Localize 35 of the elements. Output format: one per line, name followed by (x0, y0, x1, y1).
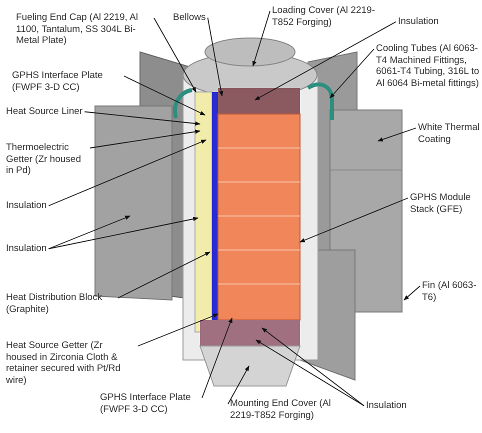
leader-line (330, 48, 374, 98)
callout-label: Bellows (173, 12, 206, 24)
callout-label: Loading Cover (Al 2219-T852 Forging) (272, 5, 376, 28)
callout-label: Heat Source Liner (6, 106, 83, 118)
leader-line (48, 140, 206, 206)
callout-label: GPHS Interface Plate (FWPF 3-D CC) (100, 392, 192, 415)
callout-label: Fin (Al 6063-T6) (422, 280, 478, 303)
leader-line (404, 286, 420, 300)
callout-label: Heat Source Getter (Zr housed in Zirconia Cloth & retainer secured with Pt/Rd wire) (6, 340, 122, 386)
callout-label: Heat Distribution Block (Graphite) (6, 292, 104, 315)
leader-line (256, 340, 364, 406)
callout-label: GPHS Interface Plate (FWPF 3-D CC) (12, 70, 104, 93)
callout-label: Thermoelectric Getter (Zr housed in Pd) (6, 142, 82, 176)
callout-label: Insulation (366, 400, 407, 412)
callout-label: Cooling Tubes (Al 6063-T4 Machined Fittings, 6061-T4 Tubing, 316L to Al 6064 Bi-metal fittings) (376, 43, 480, 89)
leader-line (228, 366, 250, 404)
callout-label: Insulation (398, 16, 439, 28)
leader-line (48, 216, 199, 250)
leader-line (252, 10, 270, 67)
callout-label: GPHS Module Stack (GFE) (410, 192, 472, 215)
leader-line (124, 76, 206, 116)
leader-line (48, 216, 130, 250)
leader-line (254, 21, 396, 100)
callout-label: Insulation (6, 200, 47, 212)
leader-line (202, 318, 232, 398)
leader-line (207, 17, 224, 97)
callout-label: Insulation (6, 243, 47, 254)
leader-line (138, 314, 218, 346)
callout-label: Fueling End Cap (Al 2219, Al 1100, Tantalum, SS 304L Bi-Metal Plate) (16, 12, 139, 46)
leader-line (154, 18, 196, 92)
leader-line (262, 328, 364, 406)
callout-label: Mounting End Cover (Al 2219-T852 Forging) (230, 398, 332, 421)
leader-line (378, 128, 416, 142)
leader-line (118, 252, 210, 298)
callout-label: White Thermal Coating (418, 122, 480, 145)
